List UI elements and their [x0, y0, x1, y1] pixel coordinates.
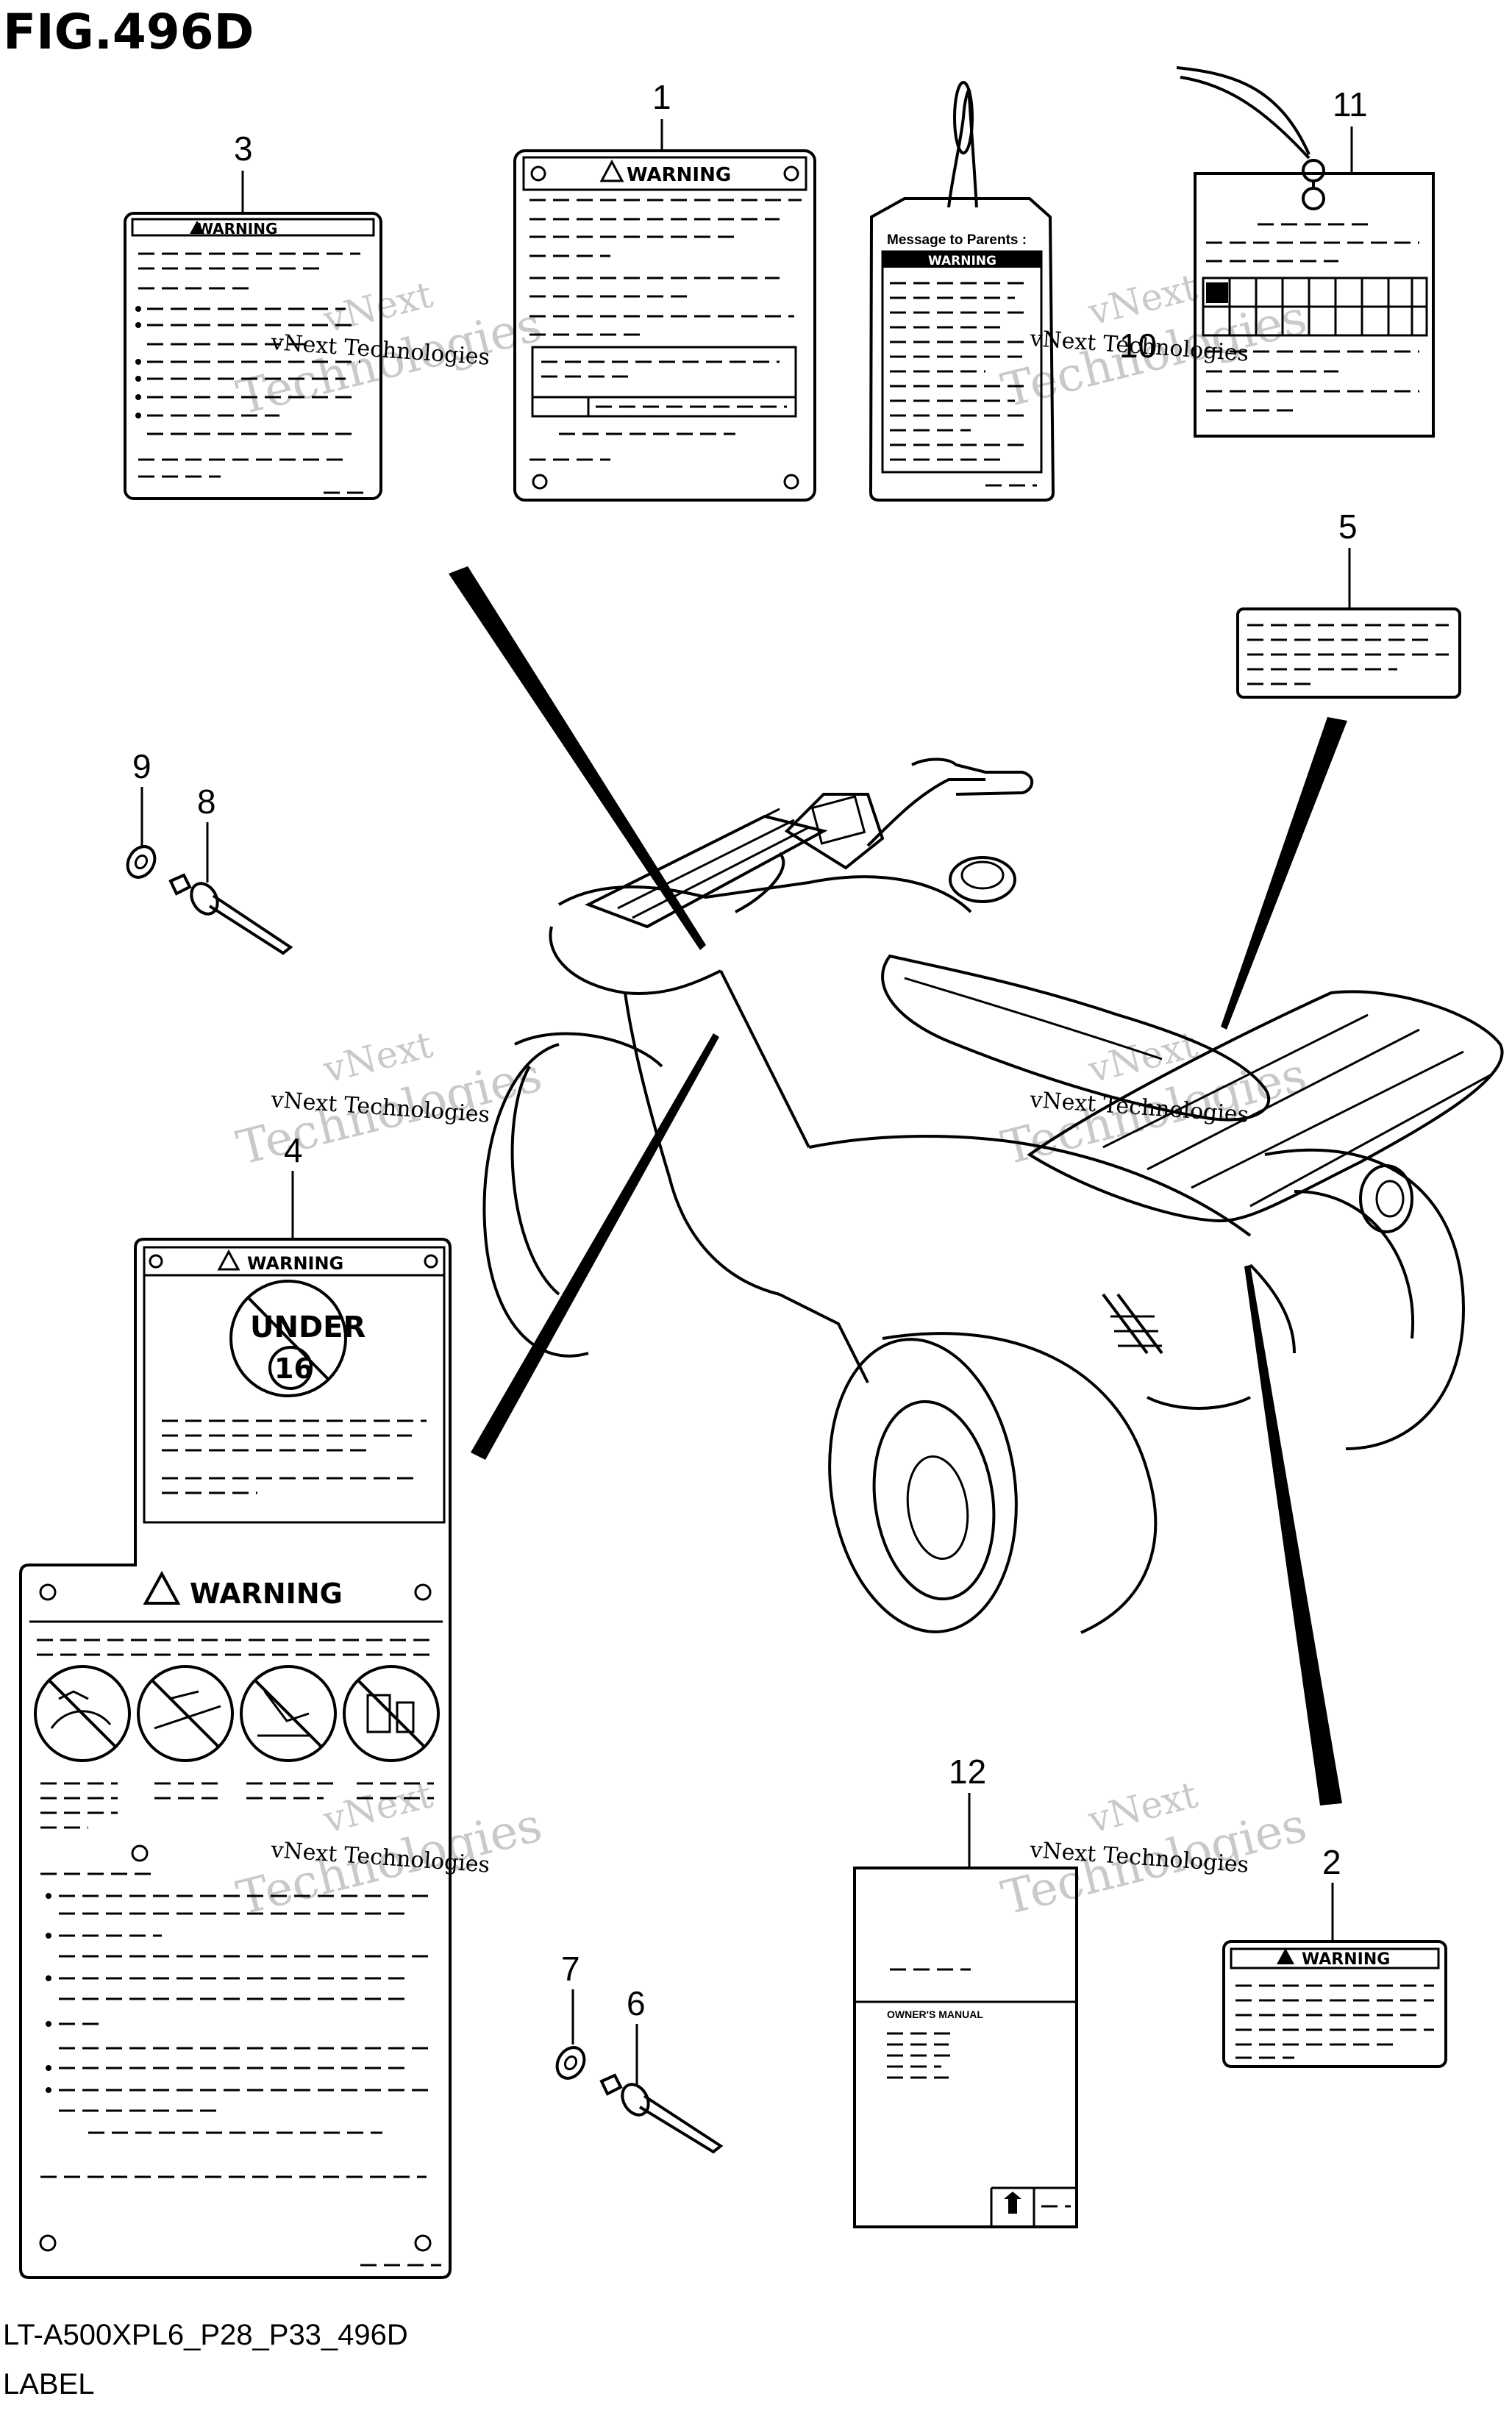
no-paved-road-icon: [137, 1665, 234, 1762]
callout-10: 10: [1119, 327, 1157, 365]
prohibition-icons: [34, 1665, 440, 1762]
callout-12: 12: [949, 1753, 986, 1791]
part-2-warning-label: 2 WARNING: [1222, 1843, 1447, 2068]
leader-wedges: [449, 566, 1347, 1805]
label-warning: WARNING: [190, 1577, 343, 1610]
brand-logo-icon: [1004, 2192, 1021, 2214]
label-under: UNDER: [250, 1311, 365, 1344]
figure-title: FIG.496D: [3, 4, 254, 60]
part-4-warning-label: 4 WARNING UNDER 16 WARNING: [19, 1131, 452, 2279]
callout-1: 1: [652, 78, 671, 116]
no-passenger-icon: [34, 1665, 131, 1762]
warning-triangle-icon: [143, 1570, 181, 1605]
callout-9: 9: [132, 747, 151, 785]
label-message-to-parents: Message to Parents :: [887, 232, 1027, 248]
no-drugs-alcohol-icon: [240, 1665, 337, 1762]
label-age: 16: [274, 1352, 313, 1385]
callout-5: 5: [1338, 507, 1358, 546]
no-alcohol-icon: [343, 1665, 440, 1762]
label-warning: WARNING: [928, 254, 996, 268]
atv-illustration: [482, 757, 1504, 1634]
part-1-warning-label: 1 WARNING: [513, 78, 816, 502]
figure-code: LT-A500XPL6_P28_P33_496D: [3, 2319, 408, 2351]
part-12-owners-manual: 12 OWNER'S MANUAL: [853, 1753, 1078, 2228]
part-3-warning-label: 3 WARNING: [124, 129, 382, 500]
part-11-hang-tag: 11: [1176, 66, 1435, 438]
warning-triangle-icon: [190, 221, 204, 234]
callout-11: 11: [1333, 85, 1368, 124]
parts-9-8-rivet: 9 8: [126, 747, 293, 955]
warning-triangle-icon: [1277, 1948, 1294, 1964]
callout-2: 2: [1322, 1843, 1341, 1881]
part-10-hang-tag: Message to Parents : WARNING 10: [869, 81, 1157, 502]
callout-8: 8: [197, 782, 216, 821]
warning-triangle-icon: [217, 1249, 240, 1271]
figure-name: LABEL: [3, 2368, 95, 2400]
no-under-16-icon: [229, 1280, 347, 1397]
callout-4: 4: [284, 1131, 303, 1169]
callout-3: 3: [234, 129, 253, 168]
label-warning: WARNING: [1302, 1950, 1390, 1969]
label-warning: WARNING: [247, 1253, 343, 1274]
callout-6: 6: [627, 1984, 646, 2022]
label-owners-manual: OWNER'S MANUAL: [887, 2008, 983, 2020]
label-warning: WARNING: [197, 220, 277, 238]
label-warning: WARNING: [627, 164, 731, 186]
part-5-label: 5: [1236, 507, 1461, 699]
warning-triangle-icon: [599, 159, 624, 182]
parts-7-6-rivet: 7 6: [555, 1950, 724, 2154]
callout-7: 7: [561, 1950, 580, 1988]
